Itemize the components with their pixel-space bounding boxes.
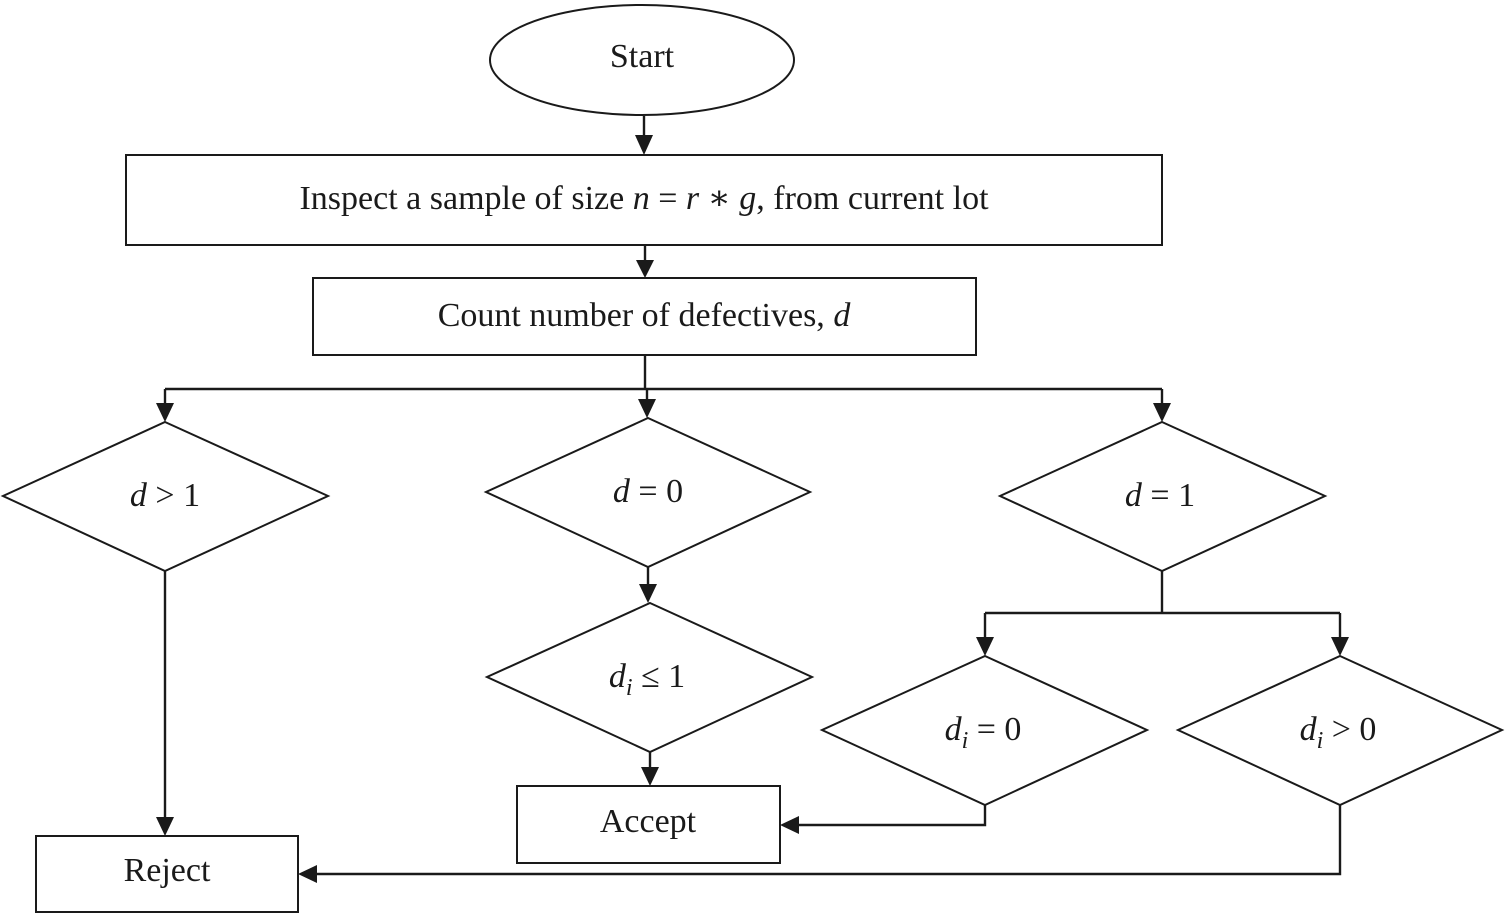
- arrowhead-down-icon: [641, 767, 659, 786]
- arrowhead-down-icon: [638, 399, 656, 418]
- accept-box: [516, 785, 781, 864]
- connector-dieq0-accept: [798, 805, 987, 827]
- arrowhead-down-icon: [156, 817, 174, 836]
- arrowhead-left-icon: [780, 816, 799, 834]
- count-defectives-box: [312, 277, 977, 356]
- connector-digt0-reject: [316, 805, 1342, 876]
- di-eq0-label: di = 0: [945, 711, 1022, 754]
- di-gt0-label: di > 0: [1300, 711, 1377, 754]
- reject-box: [35, 835, 299, 913]
- inspect-sample-box: [125, 154, 1163, 246]
- inspect-label: Inspect a sample of size n = r ∗ g, from…: [299, 180, 989, 217]
- connectors: [163, 116, 1342, 876]
- arrowhead-down-icon: [1331, 637, 1349, 656]
- start-terminal: [489, 4, 795, 116]
- di-le1-label: di ≤ 1: [609, 658, 685, 701]
- reject-label: Reject: [124, 852, 211, 889]
- arrowhead-down-icon: [635, 135, 653, 155]
- start-label: Start: [610, 38, 675, 75]
- arrowhead-left-icon: [298, 865, 317, 883]
- accept-label: Accept: [600, 803, 697, 840]
- eq0-label: d = 0: [613, 473, 683, 510]
- gt1-label: d > 1: [130, 477, 200, 514]
- count-label: Count number of defectives, d: [438, 297, 852, 334]
- arrowhead-down-icon: [1153, 403, 1171, 422]
- eq1-label: d = 1: [1125, 477, 1195, 514]
- arrowhead-down-icon: [976, 637, 994, 656]
- arrowhead-down-icon: [636, 260, 654, 278]
- arrowhead-down-icon: [639, 584, 657, 603]
- arrowheads: [156, 135, 1349, 883]
- arrowhead-down-icon: [156, 403, 174, 422]
